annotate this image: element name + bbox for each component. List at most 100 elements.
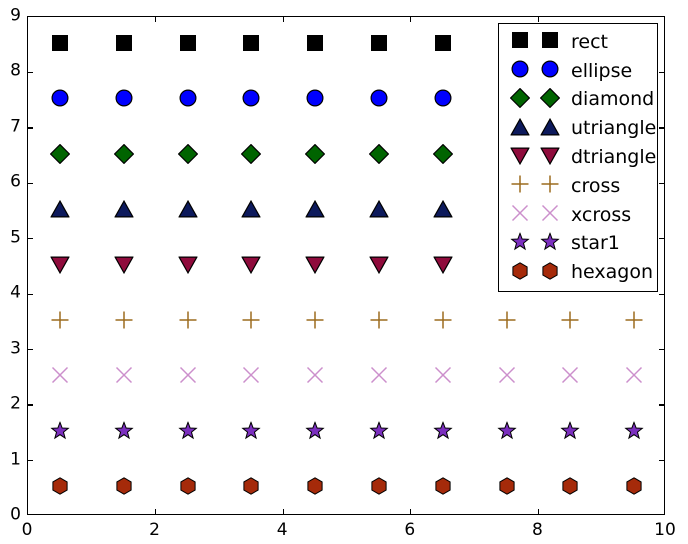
- x-tick-mark: [537, 509, 540, 514]
- data-point-star1: [624, 420, 644, 444]
- data-point-hexagon: [306, 477, 324, 499]
- data-point-diamond: [177, 143, 198, 168]
- legend-marker-glyph: [540, 146, 560, 169]
- legend-marker-rect-2: [535, 28, 565, 56]
- data-point-xcross: [625, 366, 644, 389]
- legend-label: star1: [571, 232, 620, 255]
- legend-marker-glyph: [542, 32, 559, 52]
- y-tick-mark-right: [659, 238, 664, 240]
- y-tick-mark: [28, 127, 33, 129]
- legend-marker-ellipse-2: [535, 57, 565, 85]
- legend-marker-glyph: [541, 60, 559, 82]
- legend-entry-rect: rect: [505, 28, 651, 57]
- data-point-hexagon: [561, 477, 579, 499]
- data-point-rect: [243, 34, 260, 55]
- legend-label: xcross: [571, 203, 632, 226]
- data-point-cross: [433, 310, 452, 333]
- data-point-hexagon: [179, 477, 197, 499]
- data-point-ellipse: [115, 89, 133, 111]
- data-point-dtriangle: [113, 255, 134, 278]
- data-point-cross: [561, 310, 580, 333]
- data-point-hexagon: [370, 477, 388, 499]
- y-tick-label: 6: [10, 171, 21, 192]
- data-point-ellipse: [434, 89, 452, 111]
- data-point-utriangle: [432, 199, 453, 223]
- legend-marker-glyph: [512, 32, 529, 52]
- legend-marker-glyph: [511, 175, 530, 198]
- y-tick-label: 5: [10, 227, 21, 248]
- x-tick-label: 6: [404, 520, 416, 540]
- data-point-dtriangle: [49, 255, 70, 278]
- data-point-ellipse: [242, 89, 260, 111]
- legend-entry-hexagon: hexagon: [505, 258, 653, 287]
- data-point-xcross: [306, 366, 325, 389]
- data-point-diamond: [49, 143, 71, 168]
- data-point-utriangle: [305, 199, 326, 223]
- data-point-rect: [307, 34, 324, 55]
- data-point-diamond: [304, 143, 326, 168]
- data-point-xcross: [433, 366, 452, 389]
- legend-label: utriangle: [571, 117, 657, 140]
- x-tick-label: 10: [654, 520, 676, 540]
- x-tick-mark: [410, 509, 412, 514]
- data-point-star1: [433, 420, 453, 444]
- y-tick-label: 4: [10, 282, 21, 303]
- legend-entry-xcross: xcross: [505, 201, 651, 230]
- y-tick-mark-right: [659, 182, 664, 185]
- legend-marker-xcross-2: [535, 201, 565, 229]
- legend-marker-glyph: [510, 231, 530, 255]
- x-tick-mark-top: [537, 17, 540, 22]
- y-tick-label: 7: [10, 116, 21, 137]
- data-point-cross: [306, 310, 325, 333]
- legend-entry-ellipse: ellipse: [505, 57, 651, 86]
- legend-entry-diamond: diamond: [505, 86, 654, 115]
- y-tick-mark: [28, 348, 33, 351]
- y-tick-label: 9: [10, 5, 21, 26]
- y-tick-mark-right: [659, 348, 664, 351]
- data-point-rect: [434, 34, 451, 55]
- legend-marker-glyph: [511, 261, 529, 284]
- legend-marker-xcross: [505, 201, 535, 229]
- y-tick-mark: [28, 182, 33, 185]
- data-point-utriangle: [49, 199, 70, 223]
- legend-marker-utriangle: [505, 115, 535, 143]
- data-point-hexagon: [625, 477, 643, 499]
- data-point-hexagon: [434, 477, 452, 499]
- y-tick-mark-right: [659, 404, 664, 406]
- data-point-rect: [51, 34, 68, 55]
- data-point-star1: [241, 420, 261, 444]
- y-tick-mark-right: [659, 459, 664, 462]
- legend-marker-hexagon-2: [535, 259, 565, 287]
- legend-marker-glyph: [541, 261, 559, 284]
- legend-marker-star1-2: [535, 230, 565, 258]
- legend-marker-cross: [505, 172, 535, 200]
- data-point-rect: [179, 34, 196, 55]
- data-point-dtriangle: [305, 255, 326, 278]
- legend-entry-utriangle: utriangle: [505, 114, 656, 143]
- legend-marker-glyph: [510, 146, 530, 169]
- x-tick-mark-top: [410, 17, 412, 22]
- data-point-ellipse: [178, 89, 197, 111]
- legend-label: ellipse: [571, 59, 633, 82]
- legend-marker-dtriangle-2: [535, 144, 565, 172]
- data-point-star1: [560, 420, 580, 444]
- legend-marker-glyph: [510, 117, 530, 140]
- legend-marker-ellipse: [505, 57, 535, 85]
- x-tick-label: 2: [149, 520, 161, 540]
- data-point-cross: [242, 310, 261, 333]
- legend-marker-glyph: [511, 204, 530, 227]
- x-tick-label: 4: [276, 520, 288, 540]
- y-tick-mark-right: [659, 293, 664, 295]
- legend-marker-glyph: [511, 60, 529, 82]
- data-point-utriangle: [368, 199, 389, 223]
- y-tick-label: 1: [10, 449, 21, 470]
- legend-marker-glyph: [539, 87, 561, 112]
- data-point-hexagon: [498, 477, 516, 499]
- legend-marker-glyph: [540, 117, 560, 140]
- legend-marker-rect: [505, 28, 535, 56]
- data-point-star1: [114, 420, 134, 444]
- y-tick-mark-right: [659, 127, 664, 129]
- legend-marker-dtriangle: [505, 144, 535, 172]
